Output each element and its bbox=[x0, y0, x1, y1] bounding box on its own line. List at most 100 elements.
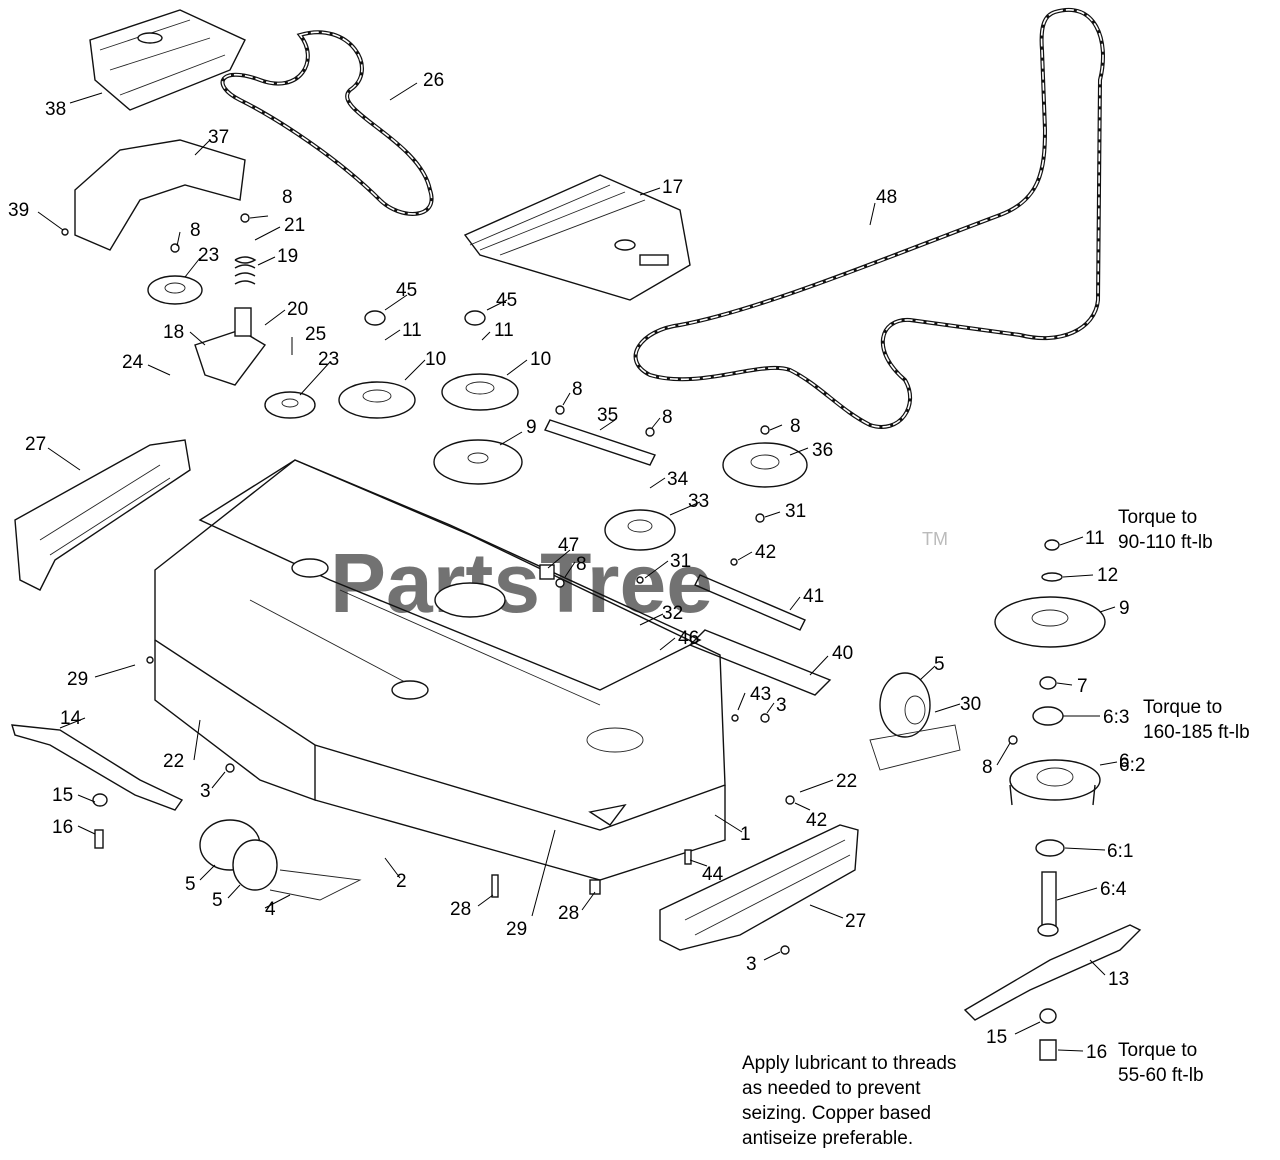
callout-6-1: 6:1 bbox=[1107, 841, 1133, 862]
callout-35: 35 bbox=[597, 405, 618, 426]
torque-note-blade-bolt: Torque to 55-60 ft-lb bbox=[1118, 1040, 1204, 1086]
callout-27: 27 bbox=[845, 911, 866, 932]
callout-18: 18 bbox=[163, 322, 184, 343]
callout-23: 23 bbox=[318, 349, 339, 370]
callout-25: 25 bbox=[305, 324, 326, 345]
callout-16: 16 bbox=[1086, 1042, 1107, 1063]
callout-34: 34 bbox=[667, 469, 689, 490]
belt-cover-right-17 bbox=[463, 174, 691, 301]
idler-pulley-23-left bbox=[147, 275, 203, 305]
callout-6-4: 6:4 bbox=[1100, 879, 1127, 900]
note-line: Apply lubricant to threads bbox=[742, 1053, 956, 1074]
spindle-assembly bbox=[994, 539, 1106, 1061]
callout-8: 8 bbox=[790, 416, 801, 437]
callout-8: 8 bbox=[982, 757, 993, 778]
callout-29: 29 bbox=[67, 669, 88, 690]
pulley-10-right bbox=[441, 373, 519, 411]
pulley-36 bbox=[722, 442, 808, 488]
callout-5: 5 bbox=[934, 654, 945, 675]
callout-39: 39 bbox=[8, 200, 29, 221]
callout-20: 20 bbox=[287, 299, 308, 320]
leader-lines bbox=[37, 82, 1118, 1052]
callout-21: 21 bbox=[284, 215, 305, 236]
bumper-27-right bbox=[659, 824, 859, 951]
callout-29: 29 bbox=[506, 919, 527, 940]
note-line: 55-60 ft-lb bbox=[1118, 1065, 1204, 1086]
roller-axle-4 bbox=[269, 869, 362, 901]
callout-45: 45 bbox=[496, 290, 517, 311]
callout-32: 32 bbox=[662, 603, 683, 624]
roller-5-right bbox=[879, 672, 931, 738]
note-line: Torque to bbox=[1118, 1040, 1197, 1061]
callout-10: 10 bbox=[425, 349, 446, 370]
callout-31: 31 bbox=[670, 551, 691, 572]
callout-40: 40 bbox=[832, 643, 853, 664]
callout-16: 16 bbox=[52, 817, 73, 838]
callout-5: 5 bbox=[185, 874, 196, 895]
callout-12: 12 bbox=[1097, 565, 1118, 586]
callout-11: 11 bbox=[494, 320, 514, 341]
trademark-symbol: TM bbox=[922, 529, 948, 549]
bracket-35 bbox=[544, 419, 656, 466]
idler-pulley-23-center bbox=[264, 391, 316, 419]
callout-38: 38 bbox=[45, 99, 66, 120]
callout-8: 8 bbox=[190, 220, 201, 241]
torque-note-spindle-housing: Torque to 160-185 ft-lb bbox=[1143, 697, 1250, 743]
note-line: seizing. Copper based bbox=[742, 1103, 931, 1124]
callout-6: 6 bbox=[1119, 751, 1130, 772]
callout-3: 3 bbox=[746, 954, 757, 975]
callout-26: 26 bbox=[423, 70, 444, 91]
callout-17: 17 bbox=[662, 177, 683, 198]
lubricant-note: Apply lubricant to threads as needed to … bbox=[742, 1053, 956, 1149]
callout-15: 15 bbox=[52, 785, 73, 806]
callout-3: 3 bbox=[776, 695, 787, 716]
callout-5: 5 bbox=[212, 890, 223, 911]
callout-10: 10 bbox=[530, 349, 551, 370]
callout-44: 44 bbox=[702, 864, 724, 885]
bracket-30 bbox=[869, 724, 961, 771]
callout-22: 22 bbox=[836, 771, 857, 792]
callout-19: 19 bbox=[277, 246, 298, 267]
callout-7: 7 bbox=[1077, 676, 1088, 697]
note-line: antiseize preferable. bbox=[742, 1128, 913, 1149]
parts-tree-watermark: PartsTree bbox=[330, 536, 713, 630]
callout-30: 30 bbox=[960, 694, 981, 715]
torque-note-spindle-nut: Torque to 90-110 ft-lb bbox=[1118, 507, 1213, 553]
blade-14 bbox=[11, 724, 184, 811]
callout-41: 41 bbox=[803, 586, 824, 607]
callout-6-3: 6:3 bbox=[1103, 707, 1129, 728]
callout-9: 9 bbox=[1119, 598, 1130, 619]
idler-arm-18 bbox=[194, 307, 267, 386]
bracket-40 bbox=[688, 629, 832, 696]
cap-45-right bbox=[464, 310, 486, 326]
hardware-bolts bbox=[61, 213, 1018, 955]
callout-42: 42 bbox=[806, 810, 827, 831]
cap-45-left bbox=[364, 310, 386, 326]
callout-36: 36 bbox=[812, 440, 833, 461]
callout-4: 4 bbox=[265, 899, 276, 920]
callout-13: 13 bbox=[1108, 969, 1129, 990]
callout-8: 8 bbox=[572, 379, 583, 400]
pulley-9-center bbox=[433, 439, 523, 485]
mower-deck-1 bbox=[154, 459, 726, 881]
callout-28: 28 bbox=[558, 903, 579, 924]
note-line: 90-110 ft-lb bbox=[1118, 532, 1213, 553]
belt-26 bbox=[220, 30, 434, 216]
callout-14: 14 bbox=[60, 708, 82, 729]
note-line: Torque to bbox=[1143, 697, 1222, 718]
bumper-27-left bbox=[14, 439, 191, 591]
callout-15: 15 bbox=[986, 1027, 1007, 1048]
callout-2: 2 bbox=[396, 871, 407, 892]
roller-5-left bbox=[199, 819, 278, 891]
idler-bracket-37 bbox=[74, 139, 246, 251]
callout-23: 23 bbox=[198, 245, 219, 266]
bracket-41 bbox=[694, 574, 806, 631]
callout-9: 9 bbox=[526, 417, 537, 438]
pulley-10-left bbox=[338, 381, 416, 419]
note-line: as needed to prevent bbox=[742, 1078, 921, 1099]
callout-11: 11 bbox=[402, 320, 422, 341]
callout-8: 8 bbox=[282, 187, 293, 208]
callout-37: 37 bbox=[208, 127, 229, 148]
belt-48 bbox=[633, 8, 1105, 429]
